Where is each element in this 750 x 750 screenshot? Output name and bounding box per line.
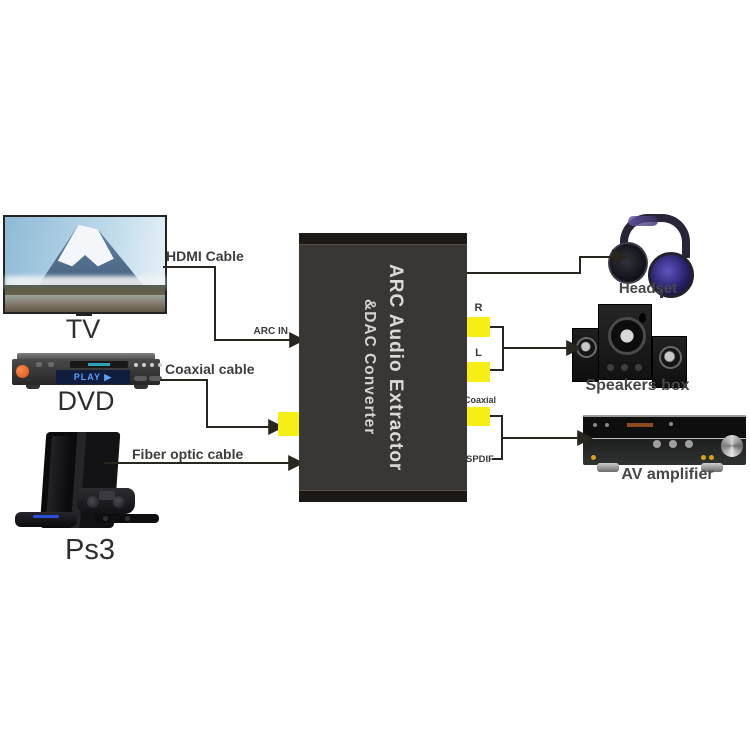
dvd-button bbox=[134, 363, 138, 367]
dvd-player-illustration: PLAY ▶ bbox=[12, 353, 162, 389]
headset-cable-line bbox=[467, 249, 629, 274]
volume-knob bbox=[621, 364, 628, 371]
amplifier-label: AV amplifier bbox=[621, 466, 714, 483]
speakers-illustration bbox=[572, 302, 702, 388]
hdmi-cable-label: HDMI Cable bbox=[166, 248, 244, 264]
analog-stick bbox=[113, 496, 125, 508]
dvd-label: DVD bbox=[57, 386, 115, 416]
volume-knob bbox=[607, 364, 614, 371]
dvd-foot bbox=[134, 385, 148, 389]
extractor-top-cap bbox=[299, 233, 467, 245]
r-output-connector bbox=[467, 317, 490, 337]
amplifier-chassis bbox=[583, 415, 746, 465]
headband-highlight bbox=[628, 216, 658, 226]
coaxial-port-label: Coaxial bbox=[464, 395, 497, 405]
amplifier-button bbox=[669, 422, 673, 426]
amplifier-jack bbox=[709, 455, 714, 460]
tv-label: TV bbox=[65, 314, 101, 344]
amplifier-foot bbox=[597, 463, 619, 472]
amplifier-small-knob bbox=[653, 440, 661, 448]
coaxial-cable-line bbox=[160, 379, 285, 435]
ear-cup-right bbox=[648, 252, 694, 298]
satellite-speaker-right bbox=[652, 336, 687, 388]
av-amplifier-illustration bbox=[583, 413, 748, 473]
amplifier-jack bbox=[591, 455, 596, 460]
dvd-foot bbox=[26, 385, 40, 389]
speaker-driver bbox=[659, 346, 682, 369]
dvd-top-face bbox=[17, 353, 155, 360]
amplifier-top-edge bbox=[583, 415, 746, 417]
amplifier-display bbox=[627, 423, 653, 427]
arc-in-port-label: ARC IN bbox=[253, 326, 288, 337]
gamepad-lying bbox=[15, 512, 77, 527]
coaxial-cable-label: Coaxial cable bbox=[165, 361, 255, 377]
camera-bar bbox=[95, 514, 159, 523]
gamepad bbox=[77, 488, 135, 514]
coax-spdif-merge-line bbox=[490, 415, 503, 460]
tv-stand bbox=[76, 312, 92, 316]
subwoofer-driver bbox=[608, 317, 646, 355]
dvd-button bbox=[134, 376, 147, 381]
dvd-button bbox=[36, 362, 42, 367]
extractor-title: ARC Audio Extractor &DAC Converter bbox=[357, 244, 409, 491]
tv-illustration bbox=[3, 215, 167, 314]
dvd-button bbox=[158, 363, 162, 367]
ps3-console-illustration bbox=[15, 430, 165, 536]
speakers-label: Speakers box bbox=[585, 377, 690, 394]
amplifier-small-knob bbox=[669, 440, 677, 448]
dvd-display: PLAY ▶ bbox=[56, 370, 130, 384]
fog-graphic bbox=[5, 275, 165, 289]
touchpad bbox=[99, 491, 115, 500]
satellite-speaker-left bbox=[572, 328, 599, 382]
shoreline-graphic bbox=[5, 285, 165, 295]
subwoofer bbox=[598, 304, 652, 380]
rl-merge-line bbox=[490, 326, 504, 371]
headset-label: Headset bbox=[618, 280, 678, 297]
arc-audio-extractor-device: ARC Audio Extractor &DAC Converter bbox=[299, 233, 467, 502]
amplifier-knob bbox=[593, 423, 597, 427]
fiber-optic-cable-label: Fiber optic cable bbox=[132, 446, 244, 462]
r-port-label: R bbox=[474, 302, 483, 314]
volume-knob bbox=[635, 364, 642, 371]
analog-stick bbox=[87, 496, 99, 508]
amplifier-jack bbox=[701, 455, 706, 460]
amplifier-small-knob bbox=[685, 440, 693, 448]
dvd-button bbox=[149, 376, 162, 381]
amplifier-foot bbox=[701, 463, 723, 472]
ps3-label: Ps3 bbox=[65, 534, 115, 566]
amplifier-volume-knob bbox=[721, 435, 743, 457]
ear-cup-left bbox=[608, 242, 648, 284]
extractor-bottom-cap bbox=[299, 490, 467, 502]
coaxial-output-connector bbox=[467, 407, 490, 426]
l-port-label: L bbox=[475, 347, 482, 359]
power-button-icon bbox=[16, 365, 29, 378]
spdif-port-label: SPDIF bbox=[466, 454, 494, 465]
amplifier-knob bbox=[605, 423, 609, 427]
extractor-title-line2: &DAC Converter bbox=[361, 299, 378, 436]
bass-port bbox=[639, 313, 646, 323]
dvd-button bbox=[142, 363, 146, 367]
headset-cord bbox=[660, 290, 663, 298]
extractor-title-line1: ARC Audio Extractor bbox=[385, 263, 406, 472]
dvd-button bbox=[150, 363, 154, 367]
water-graphic bbox=[5, 294, 165, 312]
speaker-driver bbox=[576, 337, 597, 358]
dvd-button bbox=[48, 362, 54, 367]
disc-tray bbox=[70, 361, 128, 368]
l-output-connector bbox=[467, 362, 490, 382]
coaxial-input-connector bbox=[278, 412, 299, 436]
